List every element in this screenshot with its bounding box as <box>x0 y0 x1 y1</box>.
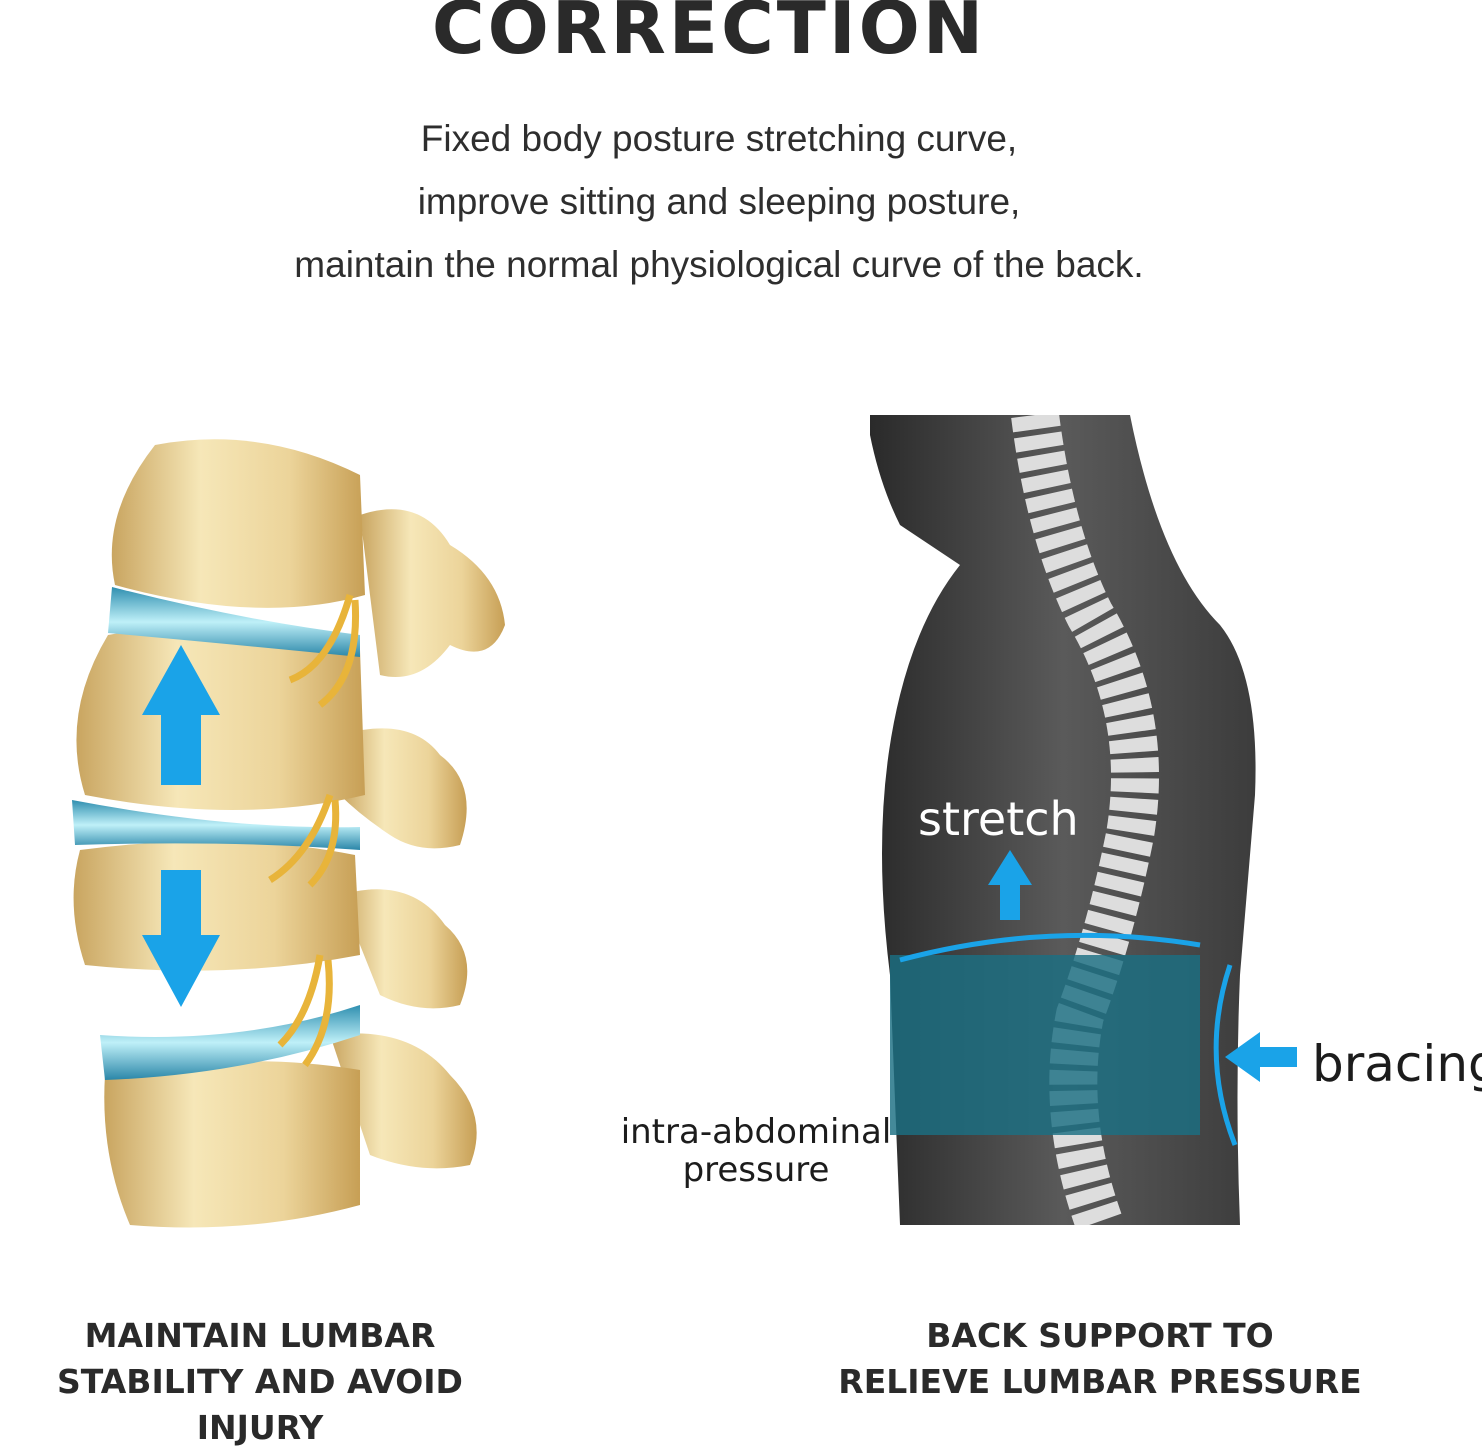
left-caption: MAINTAIN LUMBAR STABILITY AND AVOID INJU… <box>0 1313 520 1451</box>
belt-band <box>890 955 1200 1135</box>
vertebra-2 <box>76 625 365 810</box>
left-caption-line-1: MAINTAIN LUMBAR <box>84 1316 436 1355</box>
iap-line-2: pressure <box>682 1150 830 1190</box>
disc-2 <box>72 800 360 850</box>
iap-line-1: intra-abdominal <box>620 1112 892 1152</box>
bracing-arrow-icon <box>1225 1032 1297 1082</box>
bracing-indicator <box>1213 964 1297 1146</box>
bracing-arc <box>1213 964 1238 1146</box>
description-line-3: maintain the normal physiological curve … <box>294 244 1144 285</box>
spinous-process-2 <box>340 728 467 849</box>
stretch-label: stretch <box>918 792 1079 846</box>
belt-top-curve <box>899 932 1201 963</box>
torso-spine-illustration <box>870 415 1256 1225</box>
down-arrow-icon <box>142 870 220 1007</box>
stretch-arrow-icon <box>988 850 1032 920</box>
page-title: CORRECTION <box>431 0 987 70</box>
nerve-1 <box>288 594 360 708</box>
nerve-2 <box>268 793 340 888</box>
description-line-1: Fixed body posture stretching curve, <box>420 118 1018 159</box>
intra-abdominal-pressure-label: intra-abdominal pressure <box>600 1113 912 1189</box>
description-line-2: improve sitting and sleeping posture, <box>417 181 1021 222</box>
spinous-process-1 <box>360 509 505 677</box>
lumbar-vertebrae-illustration <box>72 439 505 1228</box>
disc-1 <box>108 587 360 657</box>
up-arrow-icon <box>142 645 220 785</box>
left-caption-line-2: STABILITY AND AVOID INJURY <box>57 1362 463 1447</box>
bracing-label: bracing <box>1312 1035 1482 1093</box>
spinous-process-4 <box>330 1033 477 1169</box>
vertebra-4 <box>104 1061 361 1228</box>
right-caption-line-2: RELIEVE LUMBAR PRESSURE <box>838 1362 1362 1401</box>
vertebra-1 <box>111 439 366 608</box>
vertebra-3 <box>73 841 361 971</box>
nerve-3 <box>277 954 333 1068</box>
spinous-process-3 <box>340 889 468 1009</box>
right-caption-line-1: BACK SUPPORT TO <box>926 1316 1274 1355</box>
right-caption: BACK SUPPORT TO RELIEVE LUMBAR PRESSURE <box>830 1313 1370 1405</box>
